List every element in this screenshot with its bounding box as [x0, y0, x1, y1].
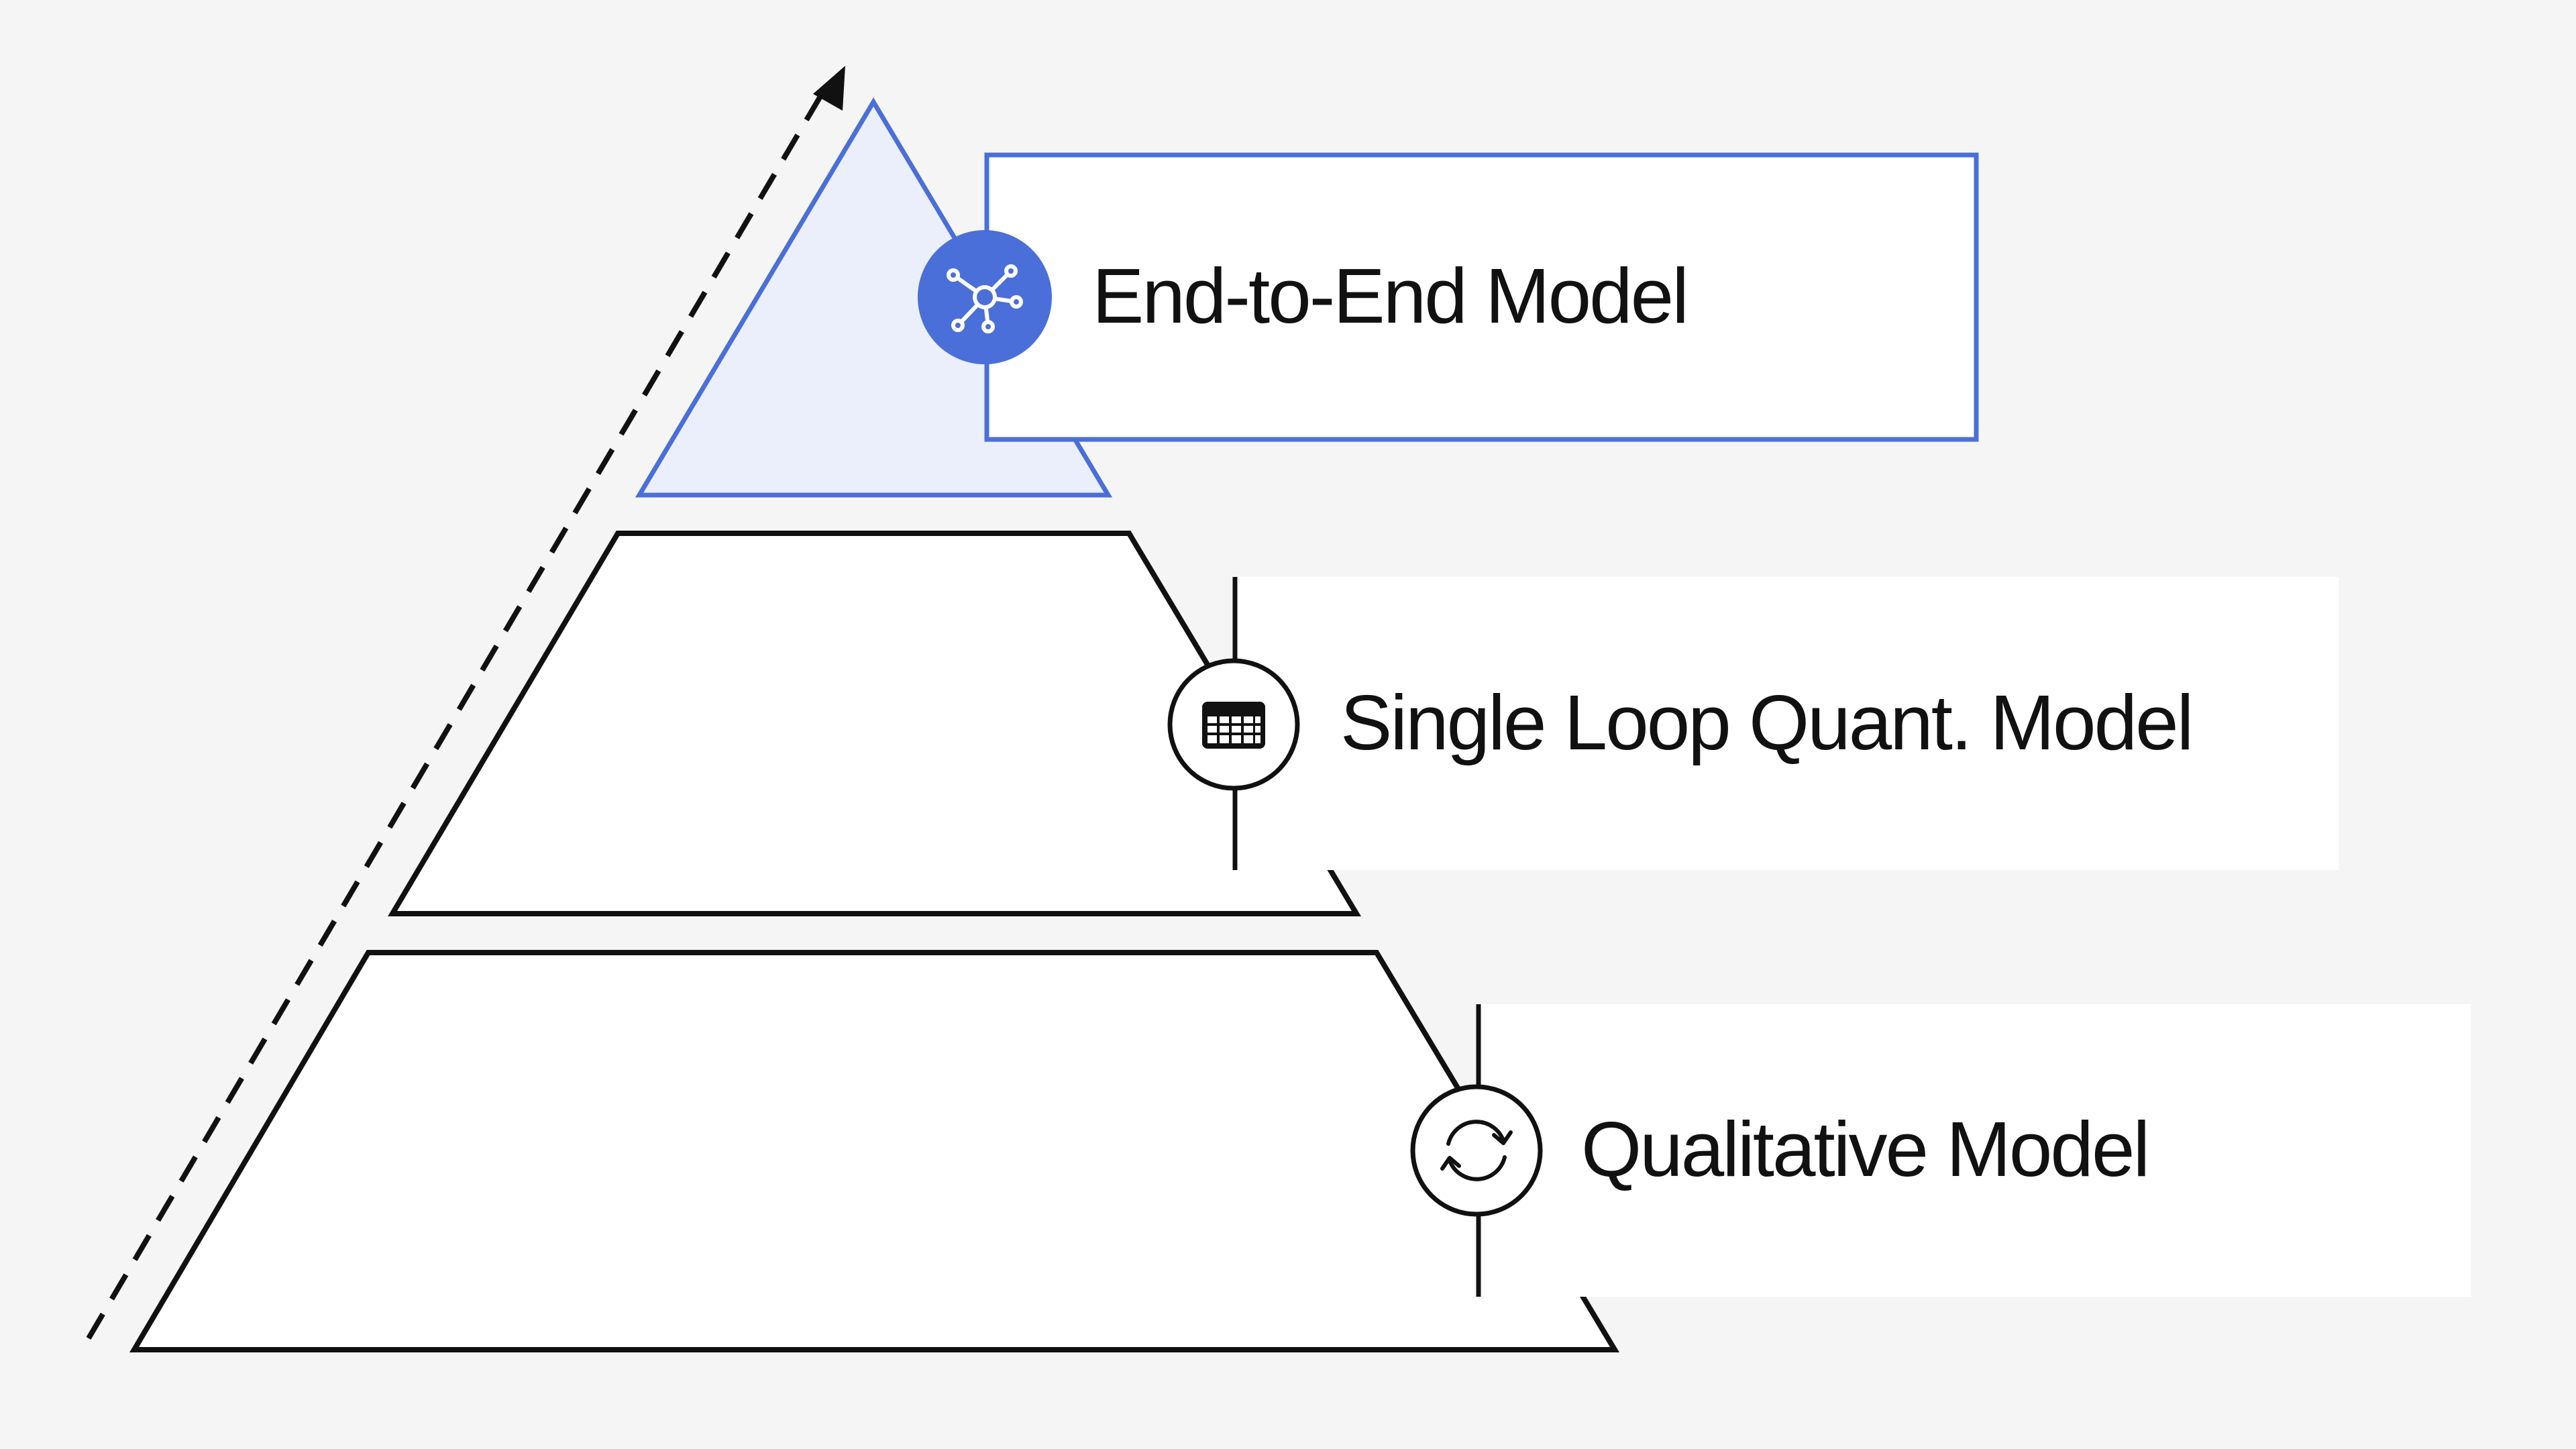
arrowhead-icon: [813, 66, 845, 111]
card-box: [1234, 577, 2339, 870]
level-label-single-loop: Single Loop Quant. Model: [1340, 679, 2192, 766]
ascending-arrow: [86, 66, 845, 1340]
level-label-qualitative: Qualitative Model: [1581, 1106, 2148, 1193]
level-card-qualitative: Qualitative Model: [1410, 1004, 2471, 1297]
pyramid-tier-bottom: [129, 950, 1620, 1352]
refresh-icon-badge: [1410, 1084, 1543, 1217]
network-icon: [947, 264, 1023, 333]
level-label-end-to-end: End-to-End Model: [1092, 252, 1687, 339]
level-card-single-loop: Single Loop Quant. Model: [1167, 577, 2339, 870]
card-box: [1477, 1004, 2471, 1297]
card-box: [984, 152, 1979, 442]
table-icon: [1202, 702, 1265, 749]
level-card-end-to-end: End-to-End Model: [918, 152, 1979, 442]
refresh-icon: [1440, 1120, 1513, 1181]
pyramid-tier-middle: [387, 531, 1362, 916]
